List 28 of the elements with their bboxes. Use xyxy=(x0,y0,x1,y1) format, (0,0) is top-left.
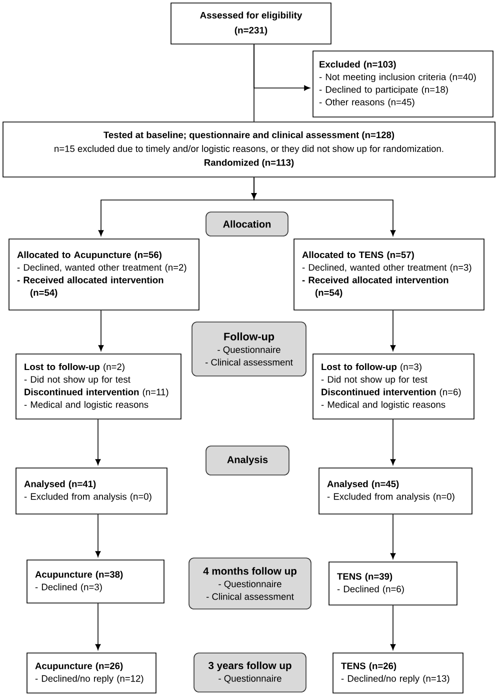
process-box: Acupuncture (n=38) - Declined (n=3) xyxy=(26,560,164,604)
arrow xyxy=(390,310,396,352)
process-box: Allocated to TENS (n=57) - Declined, wanted other treatment (n=3) - Received allocated intervention (n=54) xyxy=(294,238,484,310)
arrow xyxy=(95,514,101,558)
arrow xyxy=(390,514,396,560)
process-box: Assessed for eligibility (n=231) xyxy=(170,2,332,44)
process-box: Excluded (n=103) - Not meeting inclusion criteria (n=40) - Declined to participate (n=18) - Other reasons (n=45) xyxy=(312,50,494,118)
process-box: Analysed (n=45) - Excluded from analysis (n=0) xyxy=(318,468,472,514)
process-box: TENS (n=26) - Declined/no reply (n=13) xyxy=(332,652,464,694)
process-box: TENS (n=39) - Declined (n=6) xyxy=(328,562,458,606)
process-box: Lost to follow-up (n=2) - Did not show up for test Discontinued intervention (n=11) - Medical and logistic reasons xyxy=(16,354,182,420)
process-box: Allocated to Acupuncture (n=56) - Declined, wanted other treatment (n=2) - Received allocated intervention (n=54) xyxy=(8,238,200,310)
phase-box: Follow-up - Questionnaire - Clinical assessment xyxy=(192,322,306,376)
arrow xyxy=(95,603,101,650)
phase-box: 4 months follow up - Questionnaire - Clinical assessment xyxy=(188,558,312,610)
phase-box: 3 years follow up - Questionnaire xyxy=(194,652,306,692)
phase-box: Analysis xyxy=(206,446,290,476)
process-box: Analysed (n=41) - Excluded from analysis (n=0) xyxy=(16,468,168,514)
process-box: Lost to follow-up (n=3) - Did not show up for test Discontinued intervention (n=6) - Medical and logistic reasons xyxy=(312,354,474,420)
arrow xyxy=(390,419,396,466)
process-box: Acupuncture (n=26) - Declined/no reply (n=12) xyxy=(26,652,156,694)
phase-box: Allocation xyxy=(206,212,288,236)
arrow xyxy=(251,177,396,236)
process-box: Tested at baseline; questionnaire and clinical assessment (n=128) n=15 excluded due to timely and/or logistic reasons, or they did not show up for randomization. Randomized (n=113) xyxy=(2,122,496,178)
arrow xyxy=(95,419,101,466)
arrow xyxy=(98,310,104,352)
arrow xyxy=(254,44,310,91)
arrow xyxy=(390,605,396,650)
